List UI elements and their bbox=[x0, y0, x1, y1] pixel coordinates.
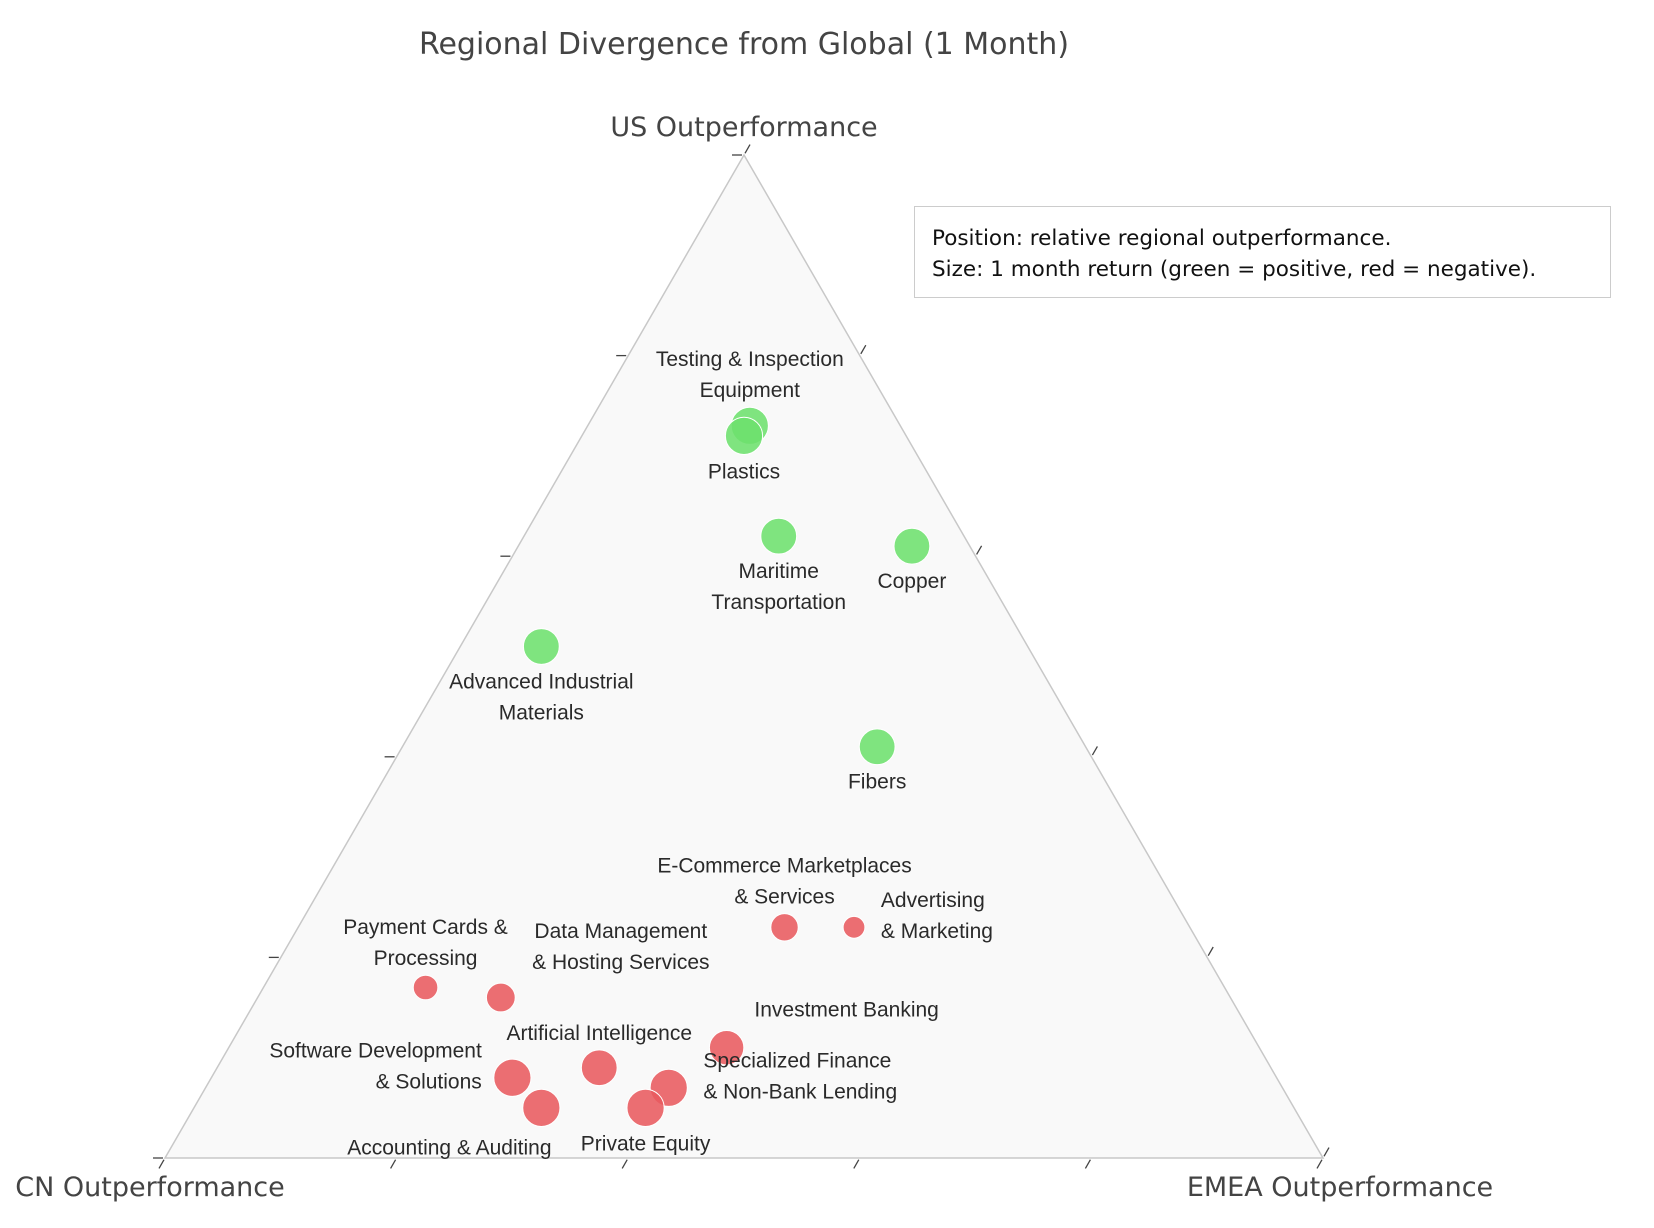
data-point-14 bbox=[522, 1088, 561, 1127]
data-label-8-line-1: Processing bbox=[374, 947, 478, 970]
tick-right-4 bbox=[860, 344, 867, 355]
data-label-4-line-0: Advanced Industrial bbox=[449, 670, 633, 693]
chart-title: Regional Divergence from Global (1 Month… bbox=[419, 27, 1069, 62]
data-label-15: Private Equity bbox=[581, 1132, 711, 1155]
data-label-4-line-1: Materials bbox=[499, 701, 584, 724]
tick-bottom-4 bbox=[1084, 1159, 1091, 1169]
data-label-2-line-1: Transportation bbox=[711, 591, 846, 614]
data-label-7-line-0: Advertising bbox=[881, 889, 985, 912]
data-label-2-line-0: Maritime bbox=[738, 560, 819, 583]
data-points bbox=[412, 406, 931, 1127]
data-label-1-line-0: Plastics bbox=[708, 460, 780, 483]
data-label-1: Plastics bbox=[708, 460, 780, 483]
data-label-8-line-0: Payment Cards & bbox=[343, 916, 508, 939]
data-point-12 bbox=[493, 1058, 532, 1097]
data-point-11 bbox=[580, 1049, 618, 1087]
tick-bottom-3 bbox=[853, 1159, 860, 1169]
data-label-8: Payment Cards & Processing bbox=[343, 916, 508, 970]
data-label-7-line-1: & Marketing bbox=[881, 920, 993, 943]
tick-right-0 bbox=[1323, 1147, 1330, 1157]
ternary-triangle bbox=[163, 153, 1325, 1159]
data-label-12-line-0: Software Development bbox=[269, 1039, 482, 1062]
data-point-1 bbox=[724, 416, 764, 455]
data-label-12: Software Development & Solutions bbox=[269, 1039, 482, 1093]
data-label-6-line-1: & Services bbox=[734, 886, 834, 909]
data-point-15 bbox=[626, 1088, 665, 1127]
tick-bottom-0 bbox=[158, 1159, 165, 1169]
data-point-7 bbox=[842, 915, 866, 939]
axis-title-top: US Outperformance bbox=[610, 112, 877, 143]
ternary-ticks bbox=[153, 144, 1330, 1169]
axis-title-right: EMEA Outperformance bbox=[1187, 1172, 1493, 1203]
data-label-6: E-Commerce Marketplaces & Services bbox=[657, 855, 911, 909]
data-label-6-line-0: E-Commerce Marketplaces bbox=[657, 855, 911, 878]
data-label-3: Copper bbox=[877, 570, 946, 593]
annotation-line-position: Position: relative regional outperforman… bbox=[932, 226, 1392, 251]
data-label-5-line-0: Fibers bbox=[848, 771, 906, 794]
data-label-12-line-1: & Solutions bbox=[376, 1070, 482, 1093]
annotation-line-size: Size: 1 month return (green = positive, … bbox=[932, 257, 1537, 282]
data-point-8 bbox=[412, 974, 439, 1001]
tick-bottom-1 bbox=[390, 1159, 397, 1169]
data-label-14-line-0: Accounting & Auditing bbox=[347, 1136, 551, 1159]
tick-right-1 bbox=[1207, 946, 1214, 956]
axis-title-left: CN Outperformance bbox=[15, 1172, 285, 1203]
data-label-15-line-0: Private Equity bbox=[581, 1132, 711, 1155]
data-point-2 bbox=[760, 517, 798, 555]
data-label-14: Accounting & Auditing bbox=[347, 1136, 551, 1159]
data-label-11-line-0: Artificial Intelligence bbox=[506, 1022, 692, 1045]
data-point-6 bbox=[770, 913, 799, 942]
tick-right-2 bbox=[1091, 746, 1098, 756]
data-label-9-line-0: Data Management bbox=[534, 920, 707, 943]
data-label-7: Advertising & Marketing bbox=[881, 889, 993, 943]
data-label-0-line-0: Testing & Inspection bbox=[656, 348, 844, 371]
data-label-5: Fibers bbox=[848, 771, 906, 794]
data-label-13-line-1: & Non-Bank Lending bbox=[703, 1080, 897, 1103]
data-label-0-line-1: Equipment bbox=[700, 379, 801, 402]
data-point-3 bbox=[893, 527, 931, 565]
data-label-9: Data Management & Hosting Services bbox=[532, 920, 709, 974]
annotation-box: Position: relative regional outperforman… bbox=[914, 206, 1611, 298]
data-label-10-line-0: Investment Banking bbox=[754, 998, 938, 1021]
tick-bottom-2 bbox=[621, 1159, 628, 1169]
data-label-10: Investment Banking bbox=[754, 998, 938, 1021]
data-point-4 bbox=[522, 628, 560, 665]
tick-right-3 bbox=[976, 545, 983, 555]
tick-bottom-5 bbox=[1316, 1159, 1323, 1169]
tick-right-5 bbox=[744, 144, 751, 154]
data-point-5 bbox=[858, 728, 896, 766]
data-label-3-line-0: Copper bbox=[877, 570, 946, 593]
data-label-11: Artificial Intelligence bbox=[506, 1022, 692, 1045]
data-label-13-line-0: Specialized Finance bbox=[703, 1049, 891, 1072]
data-label-13: Specialized Finance & Non-Bank Lending bbox=[703, 1049, 897, 1103]
data-label-9-line-1: & Hosting Services bbox=[532, 951, 709, 974]
data-point-9 bbox=[485, 982, 516, 1013]
ternary-plot-area bbox=[163, 153, 1325, 1159]
data-point-10 bbox=[708, 1029, 745, 1066]
